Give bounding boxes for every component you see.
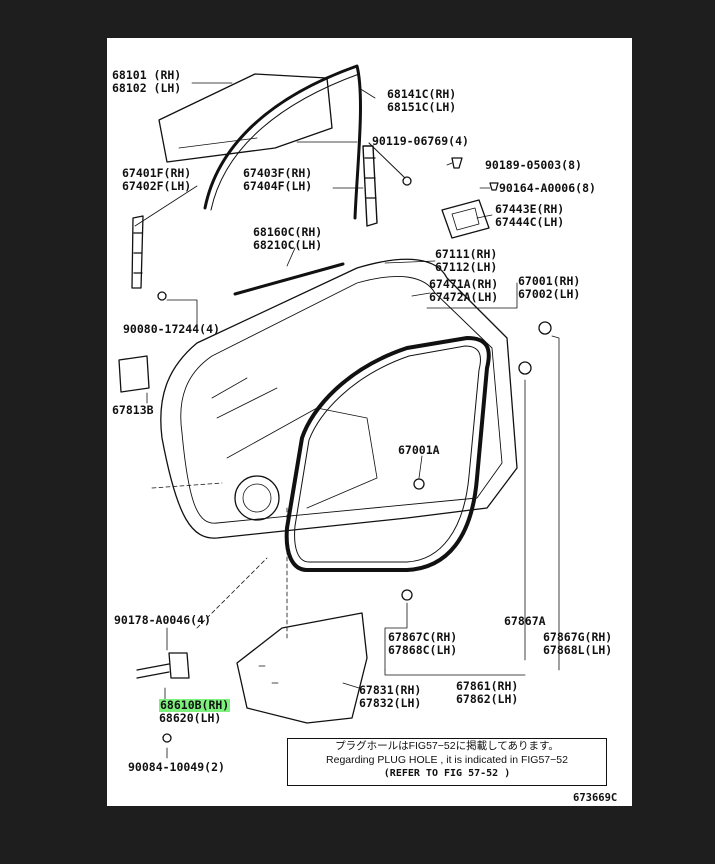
- run-channel-shape: [203, 64, 362, 220]
- label-rear-regulator: 67403F(RH)67404F(LH): [243, 166, 313, 193]
- plug-67001a-shape: [413, 478, 425, 490]
- bolt-90119-shape: [402, 176, 412, 186]
- label-clip-67867a: 67867A: [504, 614, 546, 628]
- label-front-regulator: 67401F(RH)67402F(LH): [122, 166, 192, 193]
- label-bolt-90178: 90178-A0046(4): [114, 613, 211, 627]
- label-seal: 67471A(RH)67472A(LH): [429, 277, 499, 304]
- label-bolt-90084: 90084-10049(2): [128, 760, 225, 774]
- plug-hole-note: プラグホールはFIG57−52に掲載してあります。 Regarding PLUG…: [287, 738, 607, 786]
- service-hole-cover-shape: [236, 612, 368, 724]
- label-belt-moulding: 68160C(RH)68210C(LH): [253, 225, 323, 252]
- label-run-channel: 68141C(RH)68151C(LH): [387, 87, 457, 114]
- speaker-hole-shape: [234, 475, 280, 521]
- label-door-glass: 68101 (RH)68102 (LH): [112, 68, 182, 95]
- clip-90189-shape: [451, 157, 463, 169]
- label-plug-67001a: 67001A: [398, 443, 440, 457]
- label-service-hole-cover: 67831(RH)67832(LH): [359, 683, 422, 710]
- label-door-weatherstrip: 67111(RH)67112(LH): [435, 247, 498, 274]
- parts-diagram-sheet: 68101 (RH)68102 (LH) 68141C(RH)68151C(LH…: [107, 38, 632, 806]
- label-bolt-90119: 90119-06769(4): [372, 134, 469, 148]
- door-glass-shape: [158, 73, 333, 163]
- label-inner-handle: 67443E(RH)67444C(LH): [495, 202, 565, 229]
- door-panel-shape: [160, 258, 518, 539]
- front-regulator-shape: [131, 215, 144, 289]
- label-clip-67867g: 67867G(RH)67868L(LH): [543, 630, 613, 657]
- label-clip-67867c: 67867C(RH)67868C(LH): [388, 630, 458, 657]
- highlighted-part-number: 68610B(RH): [159, 698, 231, 712]
- belt-moulding-shape: [233, 262, 345, 296]
- label-weatherstrip-67861: 67861(RH)67862(LH): [456, 679, 519, 706]
- screw-90164-shape: [489, 182, 499, 191]
- rear-regulator-shape: [362, 145, 378, 227]
- label-nut-90080: 90080-17244(4): [123, 322, 220, 336]
- door-weatherstrip-shape: [284, 336, 491, 572]
- label-door-panel: 67001(RH)67002(LH): [518, 274, 581, 301]
- door-exploded-view: [118, 64, 560, 759]
- label-pad-67813: 67813B: [112, 403, 154, 417]
- figure-id: 673669C: [573, 792, 618, 804]
- pad-67813-shape: [118, 355, 150, 393]
- inner-handle-shape: [441, 199, 490, 239]
- door-check-shape: [168, 652, 190, 679]
- label-screw-90164: 90164-A0006(8): [499, 181, 596, 195]
- note-line-ref: (REFER TO FIG 57-52 ): [383, 768, 511, 779]
- note-line-en: Regarding PLUG HOLE , it is indicated in…: [326, 754, 568, 766]
- note-line-jp: プラグホールはFIG57−52に掲載してあります。: [335, 740, 559, 752]
- label-clip-90189: 90189-05003(8): [485, 158, 582, 172]
- label-door-check: 68610B(RH) 68620(LH): [159, 698, 231, 725]
